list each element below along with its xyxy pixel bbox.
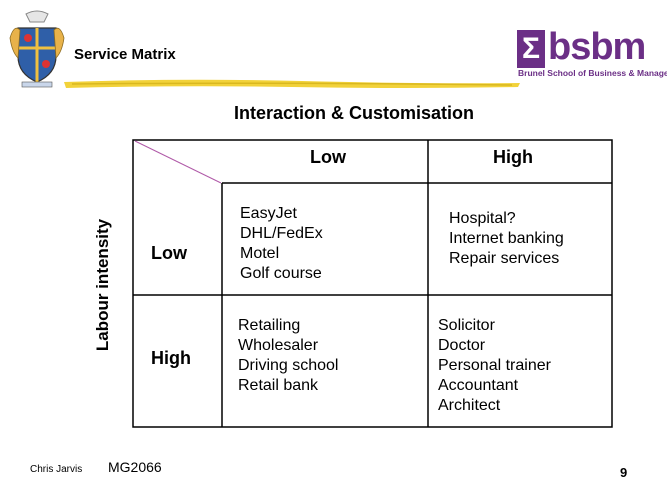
matrix-heading: Interaction & Customisation (234, 103, 475, 123)
page-number: 9 (620, 465, 628, 480)
sigma-logo-icon: Σ (517, 30, 545, 68)
list-item: Accountant (438, 377, 519, 394)
list-item: Internet banking (449, 230, 564, 247)
cell-high-high: Solicitor Doctor Personal trainer Accoun… (438, 316, 551, 416)
list-item: Doctor (438, 337, 486, 354)
list-item: Retail bank (238, 377, 319, 394)
slide-title: Service Matrix (74, 46, 176, 63)
footer-author: Chris Jarvis (30, 464, 83, 475)
logo-subtitle: Brunel School of Business & Management (518, 68, 667, 78)
logo-wordmark: bsbm (548, 26, 646, 68)
list-item: DHL/FedEx (240, 225, 323, 242)
list-item: Golf course (240, 265, 322, 282)
column-header-high: High (493, 147, 533, 167)
y-axis-label: Labour intensity (93, 218, 112, 352)
footer-course-code: MG2066 (108, 459, 162, 475)
row-header-low: Low (151, 243, 187, 263)
cell-low-low: EasyJet DHL/FedEx Motel Golf course (240, 204, 323, 284)
list-item: EasyJet (240, 205, 297, 222)
list-item: Driving school (238, 357, 339, 374)
list-item: Hospital? (449, 210, 516, 227)
cell-low-high: Hospital? Internet banking Repair servic… (449, 209, 564, 269)
list-item: Repair services (449, 250, 560, 267)
list-item: Solicitor (438, 317, 495, 334)
list-item: Wholesaler (238, 337, 319, 354)
cell-high-low: Retailing Wholesaler Driving school Reta… (238, 316, 338, 396)
corner-diagonal (134, 140, 222, 184)
row-header-high: High (151, 348, 191, 368)
column-header-low: Low (310, 147, 346, 167)
list-item: Motel (240, 245, 280, 262)
bsbm-logo: Σ (517, 30, 545, 68)
matrix-outer-border (132, 139, 613, 428)
list-item: Personal trainer (438, 357, 551, 374)
university-crest-icon (9, 10, 65, 88)
list-item: Retailing (238, 317, 301, 334)
list-item: Architect (438, 397, 501, 414)
title-underline-brush (64, 79, 520, 88)
